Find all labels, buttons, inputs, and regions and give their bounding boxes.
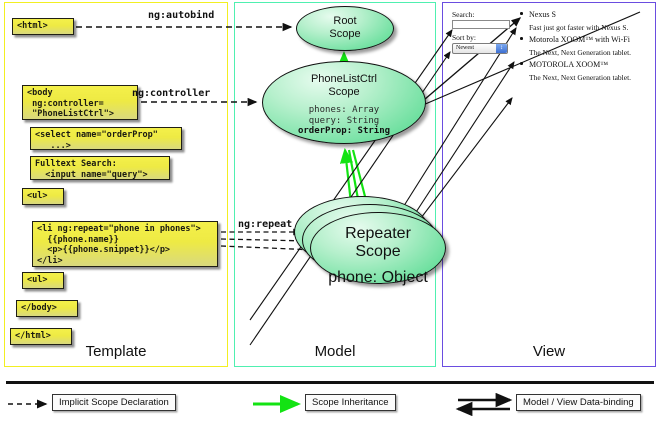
template-tag-ul-close: <ul> [22,272,64,289]
list-item[interactable]: MOTOROLA XOOM™ The Next, Next Generation… [520,60,650,82]
scope-phonelistctrl-name-line1: PhoneListCtrl [310,73,378,85]
template-tag-li-repeat: <li ng:repeat="phone in phones"> {{phone… [32,221,218,267]
sort-by-selected-value: Newest [456,45,474,51]
sort-by-select[interactable]: Newest ↕ [452,43,508,54]
chevron-updown-icon: ↕ [496,44,507,53]
template-tag-search: Fulltext Search: <input name="query"> [30,156,170,180]
edge-label-ng-controller: ng:controller [132,88,211,99]
scope-root: Root Scope [296,6,394,51]
bullet-icon [520,12,523,15]
scope-prop-phone: phone: Object [328,269,428,286]
scope-root-name-line1: Root [333,15,357,27]
view-rendered-page: Search: Sort by: Newest ↕ Nexus S Fast j… [452,10,648,130]
edge-label-ng-autobind: ng:autobind [148,10,215,21]
sort-by-label: Sort by: [452,33,476,42]
template-tag-ul-open: <ul> [22,188,64,205]
template-tag-html-close: </html> [10,328,72,345]
panel-view-label: View [532,343,566,360]
scope-phonelistctrl-name-line2: Scope [328,86,360,98]
scope-repeater-name-line1: Repeater [345,225,411,242]
legend-model-view-data-binding: Model / View Data-binding [516,394,641,411]
template-tag-html-open: <html> [12,18,74,35]
search-label: Search: [452,10,475,19]
legend-scope-inheritance: Scope Inheritance [305,394,396,411]
scope-phonelistctrl: PhoneListCtrl Scope phones: Array query:… [262,61,426,144]
scope-root-name-line2: Scope [329,28,361,40]
template-tag-body-open: <body ng:controller= "PhoneListCtrl"> [22,85,138,120]
legend-implicit-scope-declaration: Implicit Scope Declaration [52,394,176,411]
search-input[interactable] [452,20,510,29]
panel-model-label: Model [314,343,356,360]
panel-template-label: Template [85,343,147,360]
bullet-icon [520,62,523,65]
template-tag-select: <select name="orderProp" ...> [30,127,182,151]
phone-name: Nexus S [529,10,556,19]
scope-prop-phones: phones: Array [308,105,380,115]
scope-prop-orderprop: orderProp: String [297,126,391,136]
phone-snippet: The Next, Next Generation tablet. [529,73,632,82]
phone-name: MOTOROLA XOOM™ [529,60,609,69]
phone-snippet: Fast just got faster with Nexus S. [529,23,629,32]
legend-divider [6,381,654,384]
scope-prop-query: query: String [308,115,380,126]
phone-name: Motorola XOOM™ with Wi-Fi [529,35,630,44]
panel-model: Model [234,2,436,367]
edge-label-ng-repeat: ng:repeat [238,219,293,230]
list-item[interactable]: Nexus S Fast just got faster with Nexus … [520,10,650,32]
template-tag-body-close: </body> [16,300,78,317]
scope-repeater: Repeater Scope phone: Object [310,212,446,286]
phone-list: Nexus S Fast just got faster with Nexus … [520,10,650,85]
scope-repeater-name-line2: Scope [355,243,401,260]
bullet-icon [520,37,523,40]
list-item[interactable]: Motorola XOOM™ with Wi-Fi The Next, Next… [520,35,650,57]
phone-snippet: The Next, Next Generation tablet. [529,48,632,57]
legend-binding-glyph [455,392,513,417]
